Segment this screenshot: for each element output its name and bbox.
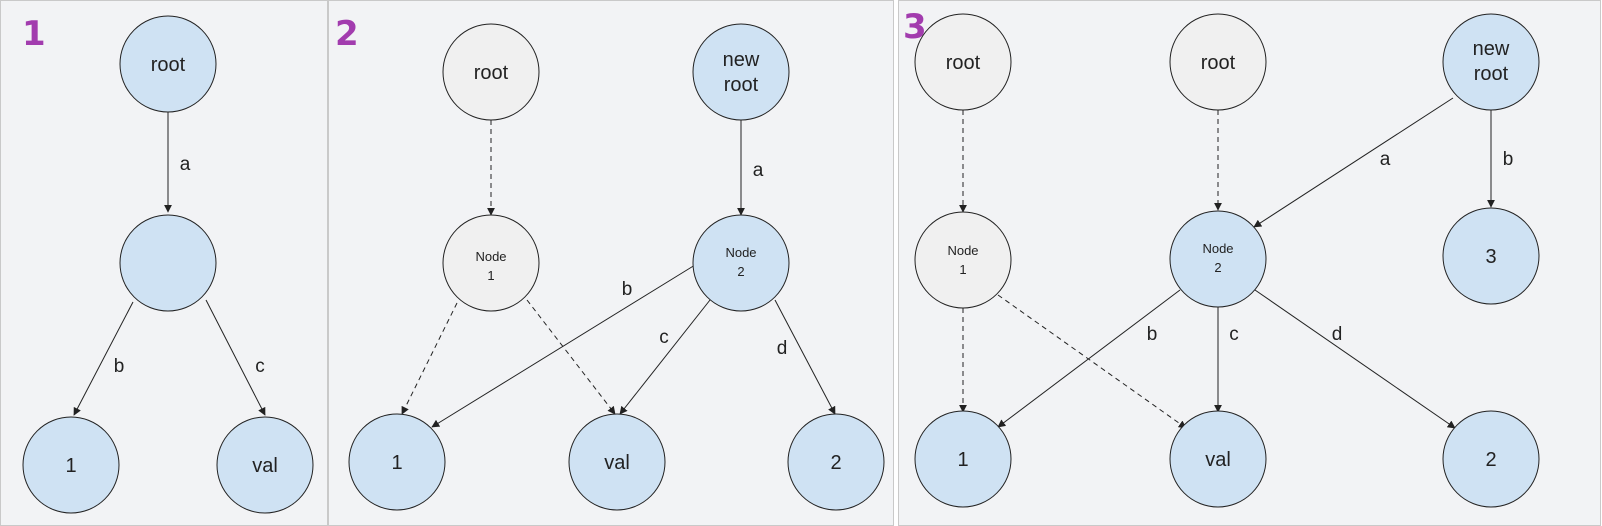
node-new-root [1442,13,1540,111]
edge-old-node1-to-1 [401,302,458,415]
node-old-root [442,23,540,121]
node-new-root-label-line2: root [1474,63,1509,85]
node-3 [1442,207,1540,305]
node-2-leaf-label: 2 [830,452,841,474]
edge-b [431,264,696,428]
node-1 [348,413,446,511]
edge-b [997,289,1181,428]
panel-2: 2 a b c d root new root Node 1 Node 2 1 … [328,0,894,526]
node-val [1169,410,1267,508]
edge-d [774,299,836,415]
node-val-label: val [604,452,630,474]
node-old-root-2-label: root [1201,52,1236,74]
node-root-label: root [151,54,186,76]
edge-label-c: c [255,356,265,377]
node-new-root-label-line1: new [1473,38,1510,60]
node-1-old-label-line2: 1 [959,262,966,277]
node-1-label: 1 [65,455,76,477]
edge-label-c: c [1229,324,1239,345]
panel-1: 1 a b c root 1 val [0,0,328,526]
panel-2-number: 2 [335,14,359,54]
node-root [119,15,217,113]
node-intermediate [119,214,217,312]
edge-label-b-top: b [1503,149,1514,170]
edge-b [73,301,134,416]
node-1-old-label-line2: 1 [487,268,494,283]
node-2-label-line1: Node [1202,241,1233,256]
edge-label-b: b [1147,324,1158,345]
edge-a [1253,97,1454,228]
node-1-old [914,211,1012,309]
node-val [216,416,314,514]
panel-1-number: 1 [22,14,46,54]
edge-label-a: a [1380,149,1391,170]
node-1 [914,410,1012,508]
edge-d [1254,289,1456,429]
node-1-label: 1 [391,452,402,474]
node-old-root-label: root [474,62,509,84]
node-2-leaf [787,413,885,511]
node-val-label: val [252,455,278,477]
node-1-old-label-line1: Node [475,249,506,264]
edge-c [619,299,711,415]
node-2-label-line1: Node [725,245,756,260]
node-new-root-label-line1: new [723,49,760,71]
node-val [568,413,666,511]
edge-label-a: a [753,160,764,181]
node-1-old-label-line1: Node [947,243,978,258]
edge-old-node1-to-val [997,294,1187,429]
edge-label-d: d [777,338,788,359]
node-old-root-1 [914,13,1012,111]
node-2-label-line2: 2 [1214,260,1221,275]
node-2 [692,214,790,312]
node-2 [1169,210,1267,308]
node-new-root [692,23,790,121]
node-2-label-line2: 2 [737,264,744,279]
node-2-leaf [1442,410,1540,508]
node-1-label: 1 [957,449,968,471]
edge-label-c: c [659,327,669,348]
node-old-root-1-label: root [946,52,981,74]
node-val-label: val [1205,449,1231,471]
edge-old-node1-to-val [526,299,616,415]
node-old-root-2 [1169,13,1267,111]
node-new-root-label-line2: root [724,74,759,96]
edge-c [205,299,266,416]
edge-label-d: d [1332,324,1343,345]
node-1-old [442,214,540,312]
panel-3-number: 3 [903,7,927,47]
panel-3: 3 a b b c d root root new root Node 1 No… [898,0,1601,526]
node-1 [22,416,120,514]
node-3-label: 3 [1485,246,1496,268]
node-2-leaf-label: 2 [1485,449,1496,471]
edge-label-b: b [114,356,125,377]
edge-label-a: a [180,154,191,175]
edge-label-b: b [622,279,633,300]
